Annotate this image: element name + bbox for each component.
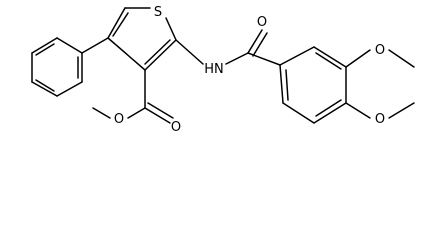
dimethoxyphenyl-ring (279, 46, 347, 124)
bond-c2-n (175, 39, 204, 65)
bond (56, 81, 83, 97)
bond-carbonyl-o (144, 107, 171, 124)
bond (56, 37, 83, 54)
methoxy-4-group (345, 102, 415, 119)
bond-ether-o (127, 107, 146, 119)
bond (31, 81, 58, 97)
methyl-ester-group (92, 69, 174, 124)
double-bond-inner (35, 79, 55, 92)
amide-oxygen-label: O (257, 15, 267, 30)
bond (107, 7, 126, 39)
bond (282, 102, 315, 124)
double-bond-inner (315, 52, 342, 70)
bond (144, 39, 177, 71)
sulfur-atom-label: S (154, 5, 162, 20)
bond-c-aryl (247, 52, 281, 66)
methoxy-3-oxygen-label: O (375, 43, 385, 58)
bond-o-methyl (388, 102, 415, 119)
methoxy-3-group (345, 49, 415, 68)
molecule-canvas: S O HN O O O O (31, 5, 415, 135)
bond-o-methyl (388, 49, 415, 68)
methoxy-4-oxygen-label: O (375, 112, 385, 127)
double-bond-inner (144, 39, 171, 65)
double-bond-inner (315, 99, 342, 117)
amide-nitrogen-label: HN (204, 62, 224, 77)
amide-group (175, 29, 281, 66)
bond (313, 102, 347, 124)
molecule-structure-diagram: S O HN O O O O (31, 5, 415, 135)
bond (31, 37, 58, 54)
bond-n-c (225, 52, 249, 65)
double-bond-carbonyl (147, 102, 174, 119)
bond (279, 46, 315, 66)
phenyl-ring (31, 37, 83, 97)
thiophene-ring (107, 7, 177, 71)
bond-o-methyl (92, 107, 111, 119)
bond (107, 37, 146, 71)
bond (313, 46, 347, 68)
bond-ring-o (345, 102, 371, 119)
bond (279, 64, 284, 104)
ester-carbonyl-oxygen-label: O (171, 120, 181, 135)
bond-ring-o (345, 49, 371, 68)
bond-phenyl-thiophene (81, 37, 109, 54)
double-bond-inner (35, 43, 55, 56)
double-bond-carbonyl (252, 32, 268, 57)
bond-s-c2 (165, 17, 177, 41)
double-bond-inner (112, 12, 129, 37)
bond-carbonyl-o (247, 29, 263, 54)
ester-ether-oxygen-label: O (114, 112, 124, 127)
double-bond-inner (285, 69, 289, 101)
